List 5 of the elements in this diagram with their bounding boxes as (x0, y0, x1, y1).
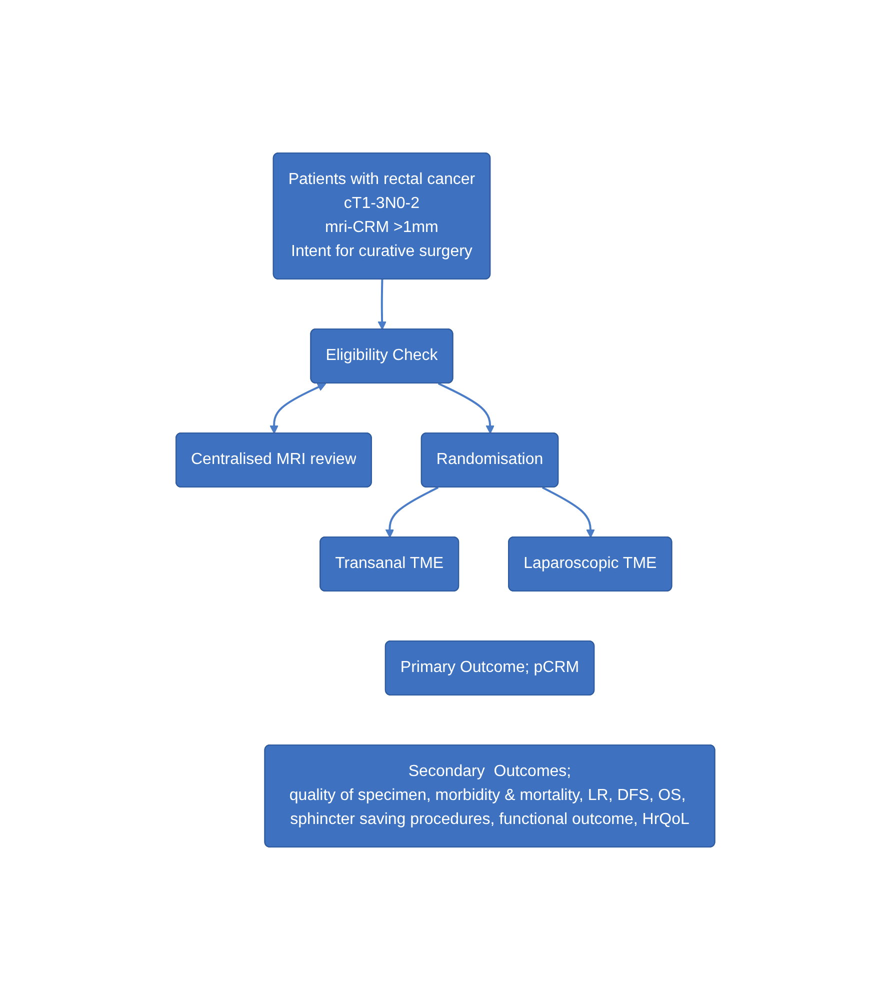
arrow (542, 486, 595, 538)
arrow (438, 382, 494, 434)
arrow (269, 383, 326, 434)
arrow (384, 486, 438, 538)
arrow (377, 279, 386, 330)
